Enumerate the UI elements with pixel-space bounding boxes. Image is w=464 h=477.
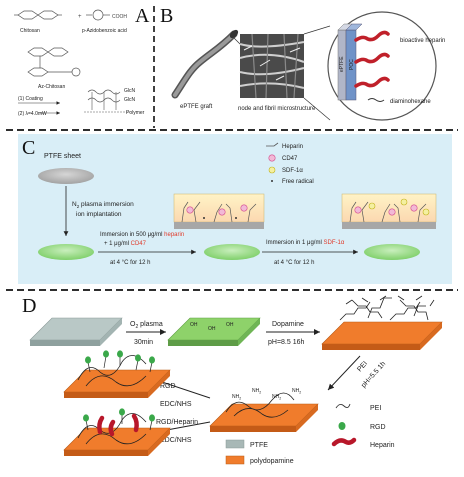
step2-line1: Immersion in 1 μg/ml SDF-1α — [266, 240, 345, 246]
oh-label-1: OH — [190, 322, 198, 328]
legend-sdf-icon — [268, 166, 276, 174]
legend-sdf: SDF-1α — [282, 168, 303, 174]
legend-ptfe-swatch — [225, 439, 245, 449]
panel-b-letter: B — [160, 5, 173, 27]
chitosan-structure — [14, 10, 62, 20]
grafted-surface — [84, 89, 130, 113]
svg-text:+: + — [78, 14, 82, 20]
label-eptfe-layer: ePTFE — [339, 56, 345, 72]
label-polymer: Polymer — [126, 110, 145, 116]
label-o2-plasma: O2 plasma — [130, 321, 163, 330]
label-dopamine-cond: pH=8.5 16h — [268, 339, 304, 346]
panel-a-letter: A — [135, 5, 150, 27]
legend-cd47: CD47 — [282, 156, 298, 162]
compound-azidobenzoic: p-Azidobenzoic acid — [82, 28, 127, 34]
rgd-heparin-plate — [63, 408, 171, 456]
label-plasma-line1: N2 plasma immersion — [72, 201, 134, 209]
label-bioactive: bioactive heparin — [400, 38, 445, 44]
polydopamine-plate — [321, 295, 443, 350]
step1-line2: + 1 μg/ml CD47 — [104, 241, 147, 247]
compound-az-chitosan: Az-Chitosan — [38, 84, 65, 90]
oh-label-3: OH — [226, 322, 234, 328]
label-poc-layer: POC — [349, 59, 355, 70]
panel-d-letter: D — [22, 295, 36, 317]
legend-polydopamine: polydopamine — [250, 458, 294, 465]
panel-a: A Chitosan + COOH p-Azidobenzoic acid Az… — [14, 5, 150, 117]
step1-line1: Immersion in 500 μg/ml heparin — [100, 232, 184, 238]
label-edc-1: EDC/NHS — [160, 401, 192, 408]
nh2-label-3: NH2 — [272, 394, 281, 401]
rgd-arrow — [155, 379, 211, 399]
pei-plate: NH2 NH2 NH2 NH2 — [209, 388, 319, 432]
nh2-label-4: NH2 — [292, 388, 301, 395]
legend-radical-icon — [271, 180, 273, 182]
heparin-chain-2 — [354, 52, 390, 64]
layer-magnification: ePTFE POC bioactive heparin diaminohexan… — [327, 11, 445, 121]
legend-cd47-icon — [268, 154, 276, 162]
panel-d: D O2 plasma 30min OH OH OH Dopamine pH=8… — [22, 295, 443, 465]
nh2-label-1: NH2 — [232, 394, 241, 401]
label-ptfe-sheet: PTFE sheet — [44, 153, 81, 160]
panel-b: B ePTFE graft node and fibril microstruc… — [160, 5, 445, 121]
heparin-cd47-sheet — [204, 244, 260, 260]
diaminohexane-icon — [367, 98, 385, 102]
panel-c-letter: C — [22, 137, 35, 159]
heparin-chain-1 — [354, 30, 390, 42]
label-pei-step: PEI — [356, 360, 369, 373]
label-plasma-line2: ion implantation — [76, 211, 122, 218]
label-eptfe-graft: ePTFE graft — [180, 104, 213, 110]
label-edc-2: EDC/NHS — [160, 437, 192, 444]
label-rgd-heparin-step: RGD/Heparin — [156, 419, 198, 426]
legend-heparin: Heparin — [282, 144, 303, 150]
compound-chitosan: Chitosan — [20, 28, 40, 34]
ptfe-sheet-ellipse — [38, 168, 94, 184]
inset-full-coating — [341, 193, 437, 229]
hydroxyl-plate: OH OH OH — [167, 317, 261, 346]
inset-heparin-cd47 — [173, 193, 265, 229]
label-diaminohexane: diaminohexane — [390, 99, 431, 105]
step2-line2: at 4 °C for 12 h — [274, 260, 314, 266]
pei-arrow — [327, 355, 361, 391]
legend-polydopamine-swatch — [225, 455, 245, 465]
az-chitosan-structure — [27, 47, 81, 77]
legend-pei: PEI — [370, 405, 381, 412]
panel-c-legend: Heparin CD47 SDF-1α Free radical — [266, 142, 314, 185]
heparin-chain-3 — [354, 76, 390, 88]
legend-radical: Free radical — [282, 179, 314, 185]
legend-rgd: RGD — [370, 424, 386, 431]
ptfe-plate — [29, 317, 123, 346]
sem-microstructure — [233, 25, 331, 121]
label-o2-time: 30min — [134, 339, 153, 346]
step1-line3: at 4 °C for 12 h — [110, 260, 150, 266]
svg-text:COOH: COOH — [112, 14, 127, 20]
step-coating: (1) Coating — [18, 96, 43, 102]
label-glcn-2: GlcN — [124, 97, 136, 103]
step-uv: (2) λ=4.0mW — [18, 111, 47, 117]
rgd-plate — [63, 350, 171, 398]
label-glcn-1: GlcN — [124, 88, 136, 94]
panel-c: C PTFE sheet N2 plasma immersion ion imp… — [18, 134, 452, 284]
nh2-label-2: NH2 — [252, 388, 261, 395]
final-sheet — [364, 244, 420, 260]
legend-pei-icon — [335, 403, 351, 409]
legend-ptfe: PTFE — [250, 442, 268, 449]
legend-rgd-icon — [338, 422, 346, 430]
panel-d-legend: PTFE polydopamine PEI RGD Heparin — [225, 403, 395, 465]
label-dopamine: Dopamine — [272, 321, 304, 328]
legend-heparin-d: Heparin — [370, 442, 395, 449]
azidobenzoic-structure: + COOH — [78, 9, 127, 21]
activated-sheet-ellipse — [38, 244, 94, 260]
label-rgd-step: RGD — [160, 383, 176, 390]
label-microstructure: node and fibril microstructure — [238, 106, 316, 112]
legend-heparin-icon — [266, 142, 279, 147]
legend-heparin-icon — [331, 437, 357, 447]
oh-label-2: OH — [208, 326, 216, 332]
